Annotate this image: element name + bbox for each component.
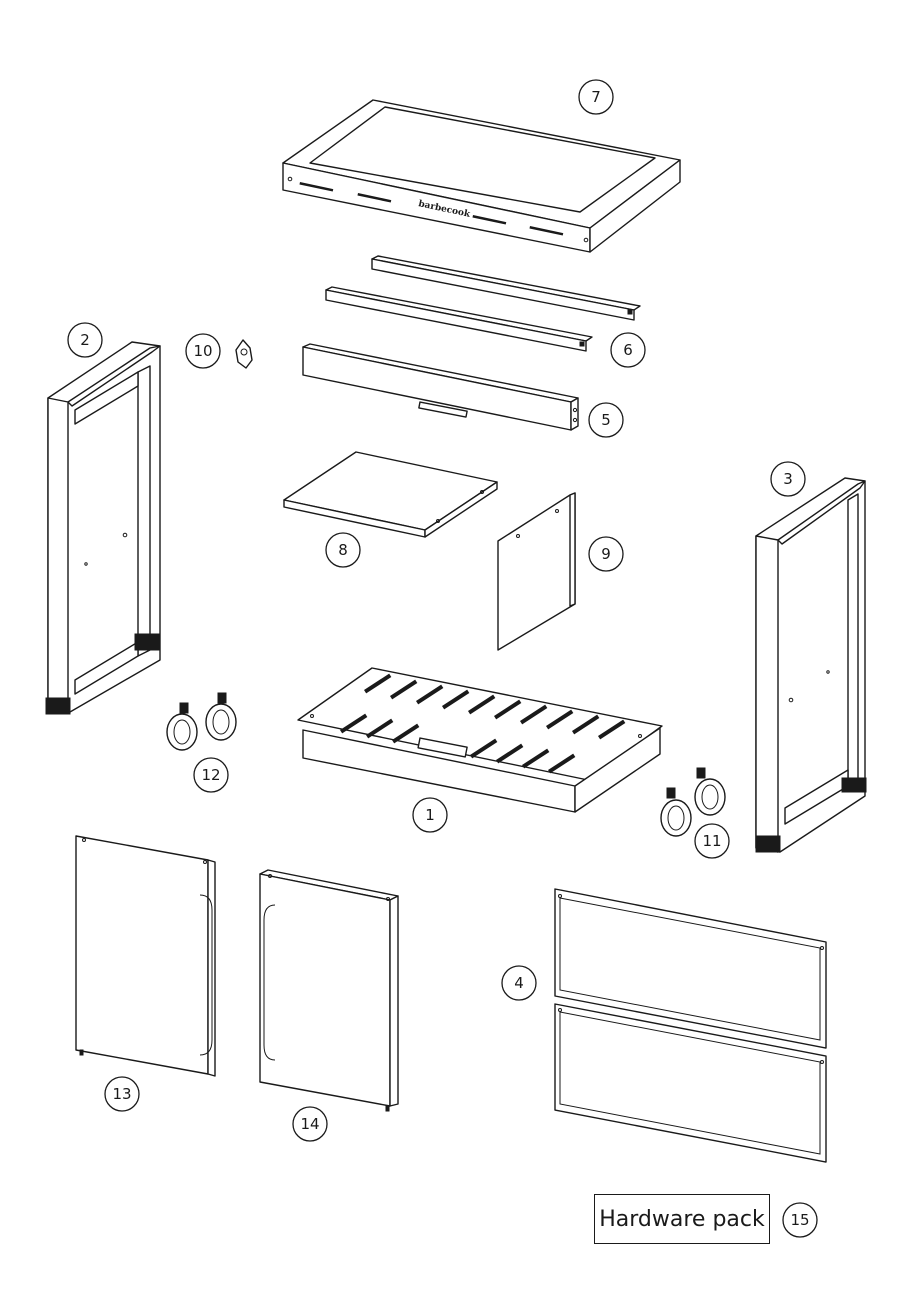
svg-text:13: 13 — [112, 1085, 131, 1103]
callout-14: 14 — [292, 1106, 328, 1142]
part-8-shelf — [283, 451, 498, 538]
callout-10: 10 — [185, 333, 221, 369]
part-6-support-bars — [325, 255, 641, 352]
part-13-left-door — [75, 835, 216, 1077]
svg-text:8: 8 — [338, 541, 348, 559]
callout-3: 3 — [770, 461, 806, 497]
part-4-back-panels — [554, 888, 827, 1163]
svg-text:6: 6 — [623, 341, 633, 359]
svg-text:11: 11 — [702, 832, 721, 850]
callout-9: 9 — [588, 536, 624, 572]
svg-text:1: 1 — [425, 806, 435, 824]
svg-text:5: 5 — [601, 411, 611, 429]
part-1-bottom-vent — [297, 667, 663, 813]
callout-7: 7 — [578, 79, 614, 115]
callout-12: 12 — [193, 757, 229, 793]
svg-text:4: 4 — [514, 974, 524, 992]
svg-text:9: 9 — [601, 545, 611, 563]
svg-text:7: 7 — [591, 88, 601, 106]
part-9-panel — [497, 492, 576, 651]
callout-5: 5 — [588, 402, 624, 438]
part-3-right-frame — [755, 477, 867, 853]
svg-text:15: 15 — [790, 1211, 809, 1229]
part-10-bottle-opener — [235, 339, 253, 369]
svg-text:2: 2 — [80, 331, 90, 349]
vent-slots — [340, 673, 626, 774]
callout-4: 4 — [501, 965, 537, 1001]
part-2-left-frame — [45, 341, 161, 715]
callout-8: 8 — [325, 532, 361, 568]
callout-6: 6 — [610, 332, 646, 368]
svg-text:14: 14 — [300, 1115, 319, 1133]
callout-15: 15 — [782, 1202, 818, 1238]
part-14-right-door — [259, 869, 399, 1112]
part-11-casters — [660, 767, 726, 837]
callout-1: 1 — [412, 797, 448, 833]
svg-text:3: 3 — [783, 470, 793, 488]
svg-text:10: 10 — [193, 342, 212, 360]
callout-11: 11 — [694, 823, 730, 859]
svg-text:12: 12 — [201, 766, 220, 784]
callout-2: 2 — [67, 322, 103, 358]
hardware-pack-label: Hardware pack — [594, 1194, 770, 1244]
part-12-casters — [166, 692, 237, 751]
part-5-front-rail — [302, 343, 579, 431]
callout-13: 13 — [104, 1076, 140, 1112]
part-7-tabletop: barbecook — [282, 99, 681, 253]
